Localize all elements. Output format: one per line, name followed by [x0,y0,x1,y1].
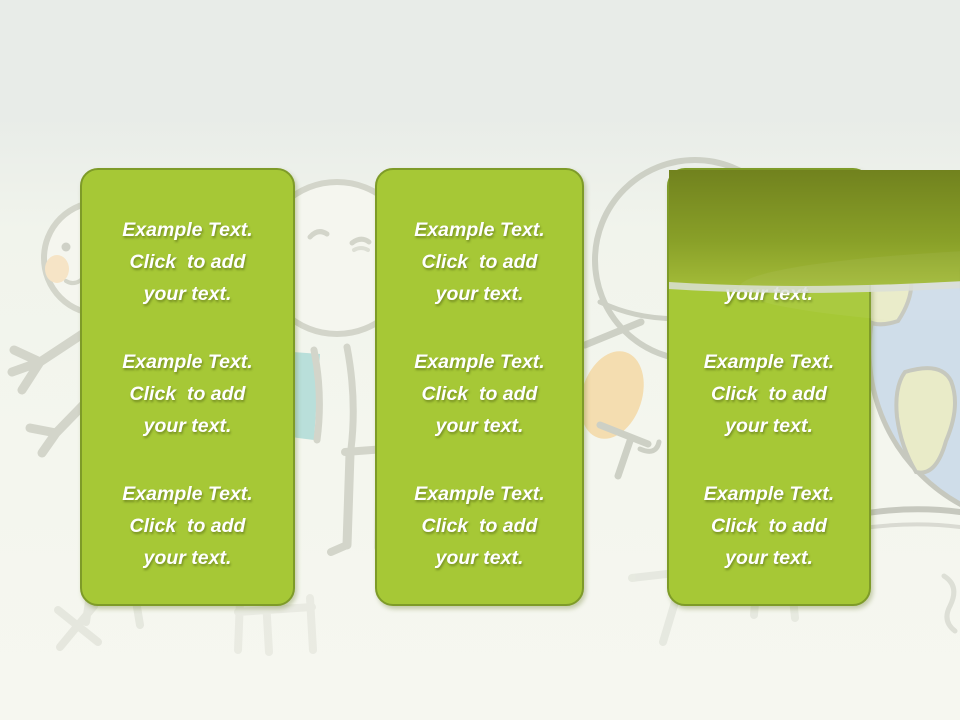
text-line: Example Text. [703,483,835,505]
text-line: Example Text. [122,351,253,373]
text-line: your text. [435,547,524,569]
process-box-center[interactable]: Example Text. Click to add your text. Ex… [375,168,584,606]
text-placeholder: Example Text. Click to add your text. [88,478,287,574]
text-line: Click to add [129,515,246,537]
text-placeholder: Example Text. Click to add your text. [88,346,287,442]
text-line: your text. [725,415,813,437]
text-line: Example Text. [122,219,253,241]
text-line: Example Text. [122,483,253,505]
text-placeholder: Example Text. Click to add your text. [383,214,576,310]
orange-hand [580,351,644,439]
text-line: Click to add [421,383,538,405]
text-line: Example Text. [414,483,545,505]
text-placeholder: Example Text. Click to add your text. [383,478,576,574]
text-placeholder: Example Text. Click to add your text. [383,346,576,442]
text-line: Click to add [421,515,538,537]
text-placeholder: Example Text. Click to add your text. [88,214,287,310]
text-line: Example Text. [414,219,545,241]
text-line: your text. [143,283,232,305]
text-line: Click to add [421,251,538,273]
process-box-right[interactable]: Example Text. Click to add your text. Ex… [667,168,960,606]
text-line: your text. [435,283,524,305]
text-placeholder: Example Text. Click to add your text. [675,346,863,442]
text-line: Example Text. [414,351,545,373]
text-line: Click to add [129,251,246,273]
text-line: your text. [143,547,232,569]
text-line: Click to add [711,515,827,537]
process-box-left[interactable]: Example Text. Click to add your text. Ex… [80,168,295,606]
slide-title[interactable]: Process– Your Title Text Here [669,224,960,332]
text-placeholder: Example Text. Click to add your text. [675,478,863,574]
text-line: your text. [725,547,813,569]
text-line: Click to add [129,383,246,405]
text-line: your text. [143,415,232,437]
text-line: Click to add [711,383,827,405]
text-line: your text. [435,415,524,437]
text-line: Example Text. [703,351,835,373]
